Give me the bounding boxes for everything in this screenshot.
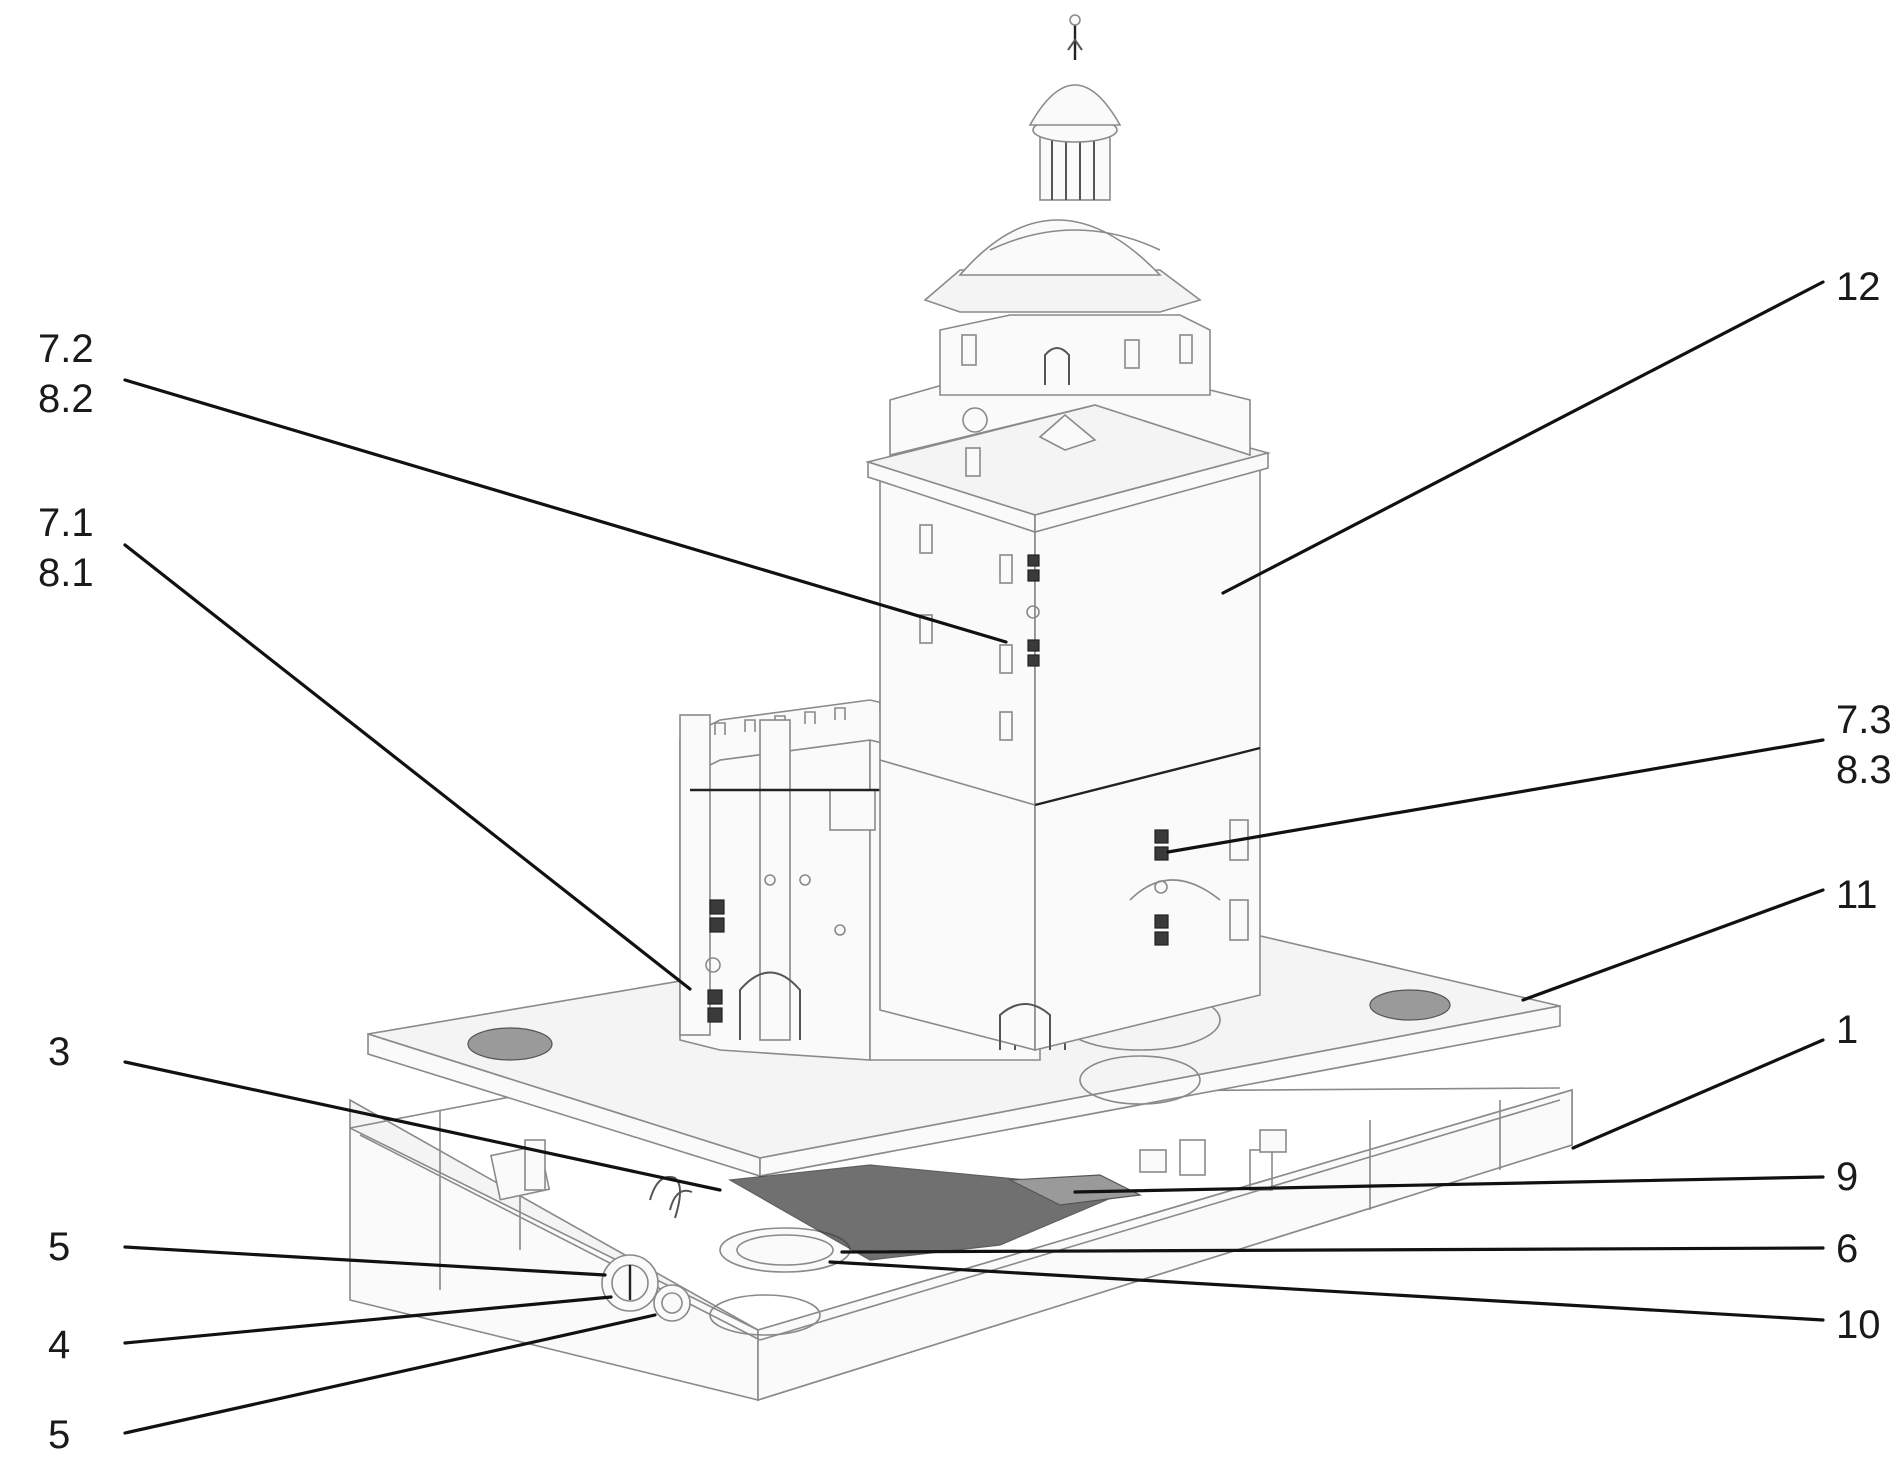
label-7.3: 7.3 <box>1836 698 1892 742</box>
leader-12 <box>1221 280 1825 595</box>
leader-7.1 <box>123 543 692 991</box>
label-11: 11 <box>1836 873 1878 917</box>
label-7.1: 7.1 <box>38 501 94 545</box>
leader-9 <box>1073 1175 1825 1194</box>
label-8.2: 8.2 <box>38 377 94 421</box>
label-7.2: 7.2 <box>38 327 94 371</box>
label-8.1: 8.1 <box>38 551 94 595</box>
label-3: 3 <box>48 1030 70 1074</box>
reference-labels: 12 7.2 8.2 7.1 8.1 7.3 8.3 11 1 3 9 5 6 … <box>38 265 1892 1457</box>
label-1: 1 <box>1836 1008 1858 1052</box>
leader-7.2 <box>123 378 1008 644</box>
leader-10 <box>828 1260 1825 1322</box>
leader-6 <box>840 1246 1825 1254</box>
label-9: 9 <box>1836 1155 1858 1199</box>
leader-lines <box>123 280 1825 1435</box>
leader-11 <box>1521 888 1825 1002</box>
label-4: 4 <box>48 1323 70 1367</box>
leader-5-bottom <box>123 1313 657 1435</box>
main-tower <box>865 404 1272 1052</box>
tower-upper <box>889 14 1251 477</box>
label-6: 6 <box>1836 1227 1858 1271</box>
leader-4 <box>123 1295 613 1345</box>
base-internals <box>490 1129 1287 1322</box>
label-8.3: 8.3 <box>1836 748 1892 792</box>
leader-5-top <box>123 1245 607 1277</box>
label-5-top: 5 <box>48 1225 70 1269</box>
leader-7.3 <box>1166 738 1825 854</box>
label-5-bottom: 5 <box>48 1413 70 1457</box>
label-10: 10 <box>1836 1303 1881 1347</box>
leader-1 <box>1571 1038 1825 1150</box>
leader-3 <box>123 1060 722 1192</box>
label-12: 12 <box>1836 265 1881 309</box>
